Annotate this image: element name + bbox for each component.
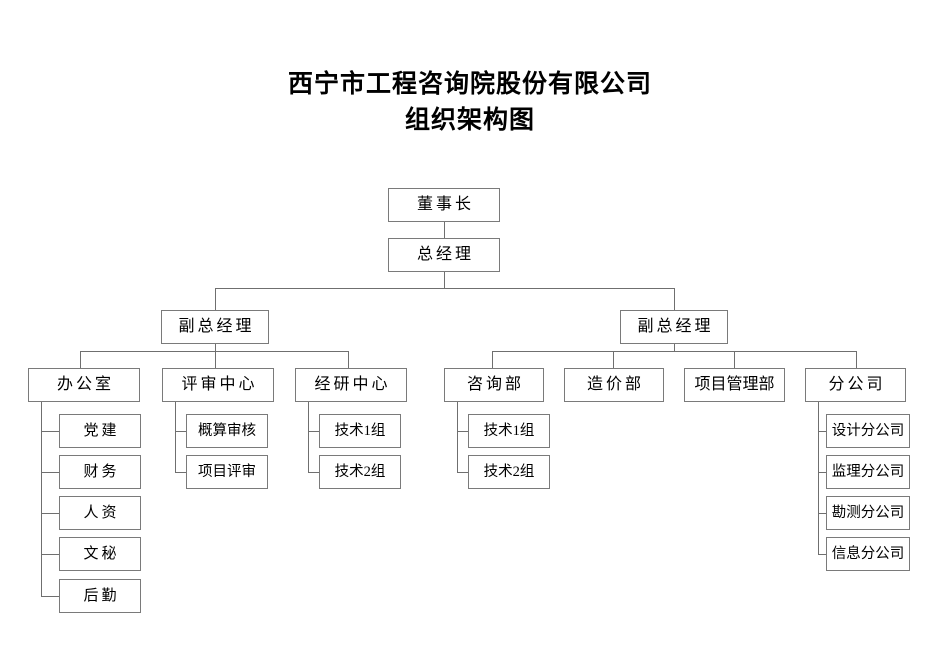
node-office-child-1[interactable]: 党建 [59,414,141,448]
node-dept-review-center[interactable]: 评审中心 [162,368,274,402]
node-research-child-1[interactable]: 技术1组 [319,414,401,448]
connector-office-stub-5 [41,596,59,597]
node-consulting-child-1[interactable]: 技术1组 [468,414,550,448]
node-general-manager[interactable]: 总经理 [388,238,500,272]
connector-review-stub-1 [175,431,186,432]
node-branch-child-2[interactable]: 监理分公司 [826,455,910,489]
node-branch-child-1[interactable]: 设计分公司 [826,414,910,448]
connector-bus-to-review-center [215,351,216,368]
connector-gm-bus [215,288,675,289]
connector-branch-stub-4 [818,554,826,555]
connector-branch-stub-1 [818,431,826,432]
connector-bus-to-deputy-right [674,288,675,310]
node-chairman[interactable]: 董事长 [388,188,500,222]
connector-deputy-left-drop [215,344,216,351]
node-dept-consulting[interactable]: 咨询部 [444,368,544,402]
node-dept-branch[interactable]: 分公司 [805,368,906,402]
connector-branch-spine [818,402,819,554]
connector-bus-to-research-center [348,351,349,368]
connector-branch-stub-3 [818,513,826,514]
connector-office-stub-1 [41,431,59,432]
connector-consulting-stub-2 [457,472,468,473]
node-dept-research-center[interactable]: 经研中心 [295,368,407,402]
node-deputy-gm-left[interactable]: 副总经理 [161,310,269,344]
connector-office-stub-2 [41,472,59,473]
connector-bus-to-deputy-left [215,288,216,310]
connector-deputy-right-bus [492,351,856,352]
connector-bus-to-office [80,351,81,368]
node-office-child-2[interactable]: 财务 [59,455,141,489]
node-office-child-4[interactable]: 文秘 [59,537,141,571]
connector-research-spine [308,402,309,472]
connector-office-stub-3 [41,513,59,514]
connector-bus-to-consulting [492,351,493,368]
page-title-line1: 西宁市工程咨询院股份有限公司 [287,71,652,98]
connector-branch-stub-2 [818,472,826,473]
node-dept-office[interactable]: 办公室 [28,368,140,402]
connector-bus-to-branch [856,351,857,368]
connector-consulting-spine [457,402,458,472]
node-office-child-3[interactable]: 人资 [59,496,141,530]
node-branch-child-4[interactable]: 信息分公司 [826,537,910,571]
connector-review-stub-2 [175,472,186,473]
connector-deputy-right-drop [674,344,675,351]
page-title-line2: 组织架构图 [404,107,535,134]
node-dept-cost[interactable]: 造价部 [564,368,664,402]
connector-bus-to-project-mgmt [734,351,735,368]
connector-office-stub-4 [41,554,59,555]
node-review-child-2[interactable]: 项目评审 [186,455,268,489]
connector-research-stub-2 [308,472,319,473]
connector-review-spine [175,402,176,472]
connector-chairman-to-gm [444,222,445,238]
connector-consulting-stub-1 [457,431,468,432]
node-branch-child-3[interactable]: 勘测分公司 [826,496,910,530]
node-deputy-gm-right[interactable]: 副总经理 [620,310,728,344]
node-office-child-5[interactable]: 后勤 [59,579,141,613]
connector-research-stub-1 [308,431,319,432]
node-dept-project-mgmt[interactable]: 项目管理部 [684,368,785,402]
node-consulting-child-2[interactable]: 技术2组 [468,455,550,489]
connector-gm-drop [444,272,445,288]
node-review-child-1[interactable]: 概算审核 [186,414,268,448]
connector-deputy-left-bus [80,351,349,352]
node-research-child-2[interactable]: 技术2组 [319,455,401,489]
connector-bus-to-cost [613,351,614,368]
connector-office-spine [41,402,42,596]
